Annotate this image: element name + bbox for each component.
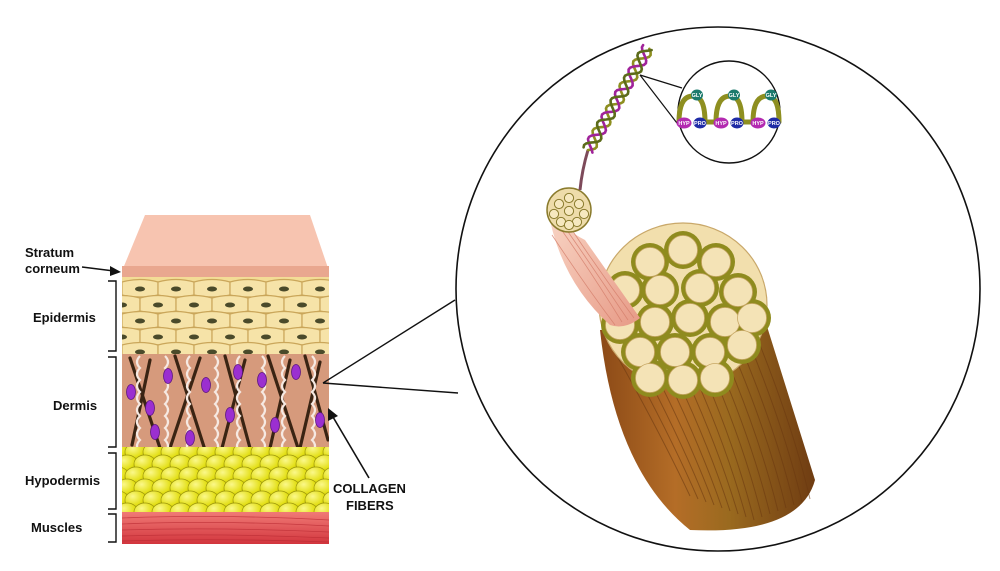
hyp-badge: HYP — [750, 117, 766, 129]
stratum-corneum-top — [122, 215, 329, 271]
hypodermis-layer — [122, 447, 329, 513]
hypodermis-bracket — [108, 452, 117, 510]
svg-text:PRO: PRO — [731, 121, 744, 127]
svg-text:HYP: HYP — [715, 121, 727, 127]
svg-text:GLY: GLY — [729, 93, 740, 99]
pro-badge: PRO — [693, 117, 707, 129]
svg-text:GLY: GLY — [692, 93, 703, 99]
label-hypodermis: Hypodermis — [25, 473, 100, 488]
label-muscles: Muscles — [31, 520, 82, 535]
pro-badge: PRO — [730, 117, 744, 129]
gly-badge: GLY — [728, 89, 740, 101]
epidermis-bracket — [108, 280, 117, 352]
collagen-arrow — [328, 408, 370, 479]
layer-labels: Stratum corneum Epidermis Dermis Hypoder… — [25, 245, 406, 543]
label-stratum-line2: corneum — [25, 261, 80, 276]
collagen-fibril-strand — [546, 187, 640, 327]
zoom-lines — [322, 299, 459, 394]
svg-text:HYP: HYP — [678, 121, 690, 127]
molecule-circle — [677, 60, 781, 164]
label-collagen-line1: COLLAGEN — [333, 481, 406, 496]
hyp-badge: HYP — [713, 117, 729, 129]
gly-badge: GLY — [765, 89, 777, 101]
molecule-zoom: GLY HYP PRO GLY HYP PRO GLY HYP PRO — [639, 60, 782, 164]
label-collagen-line2: FIBERS — [346, 498, 394, 513]
triple-helix — [578, 43, 653, 191]
epidermis-layer — [122, 277, 329, 355]
dermis-layer — [122, 354, 329, 448]
stratum-arrow — [81, 266, 121, 276]
muscles-bracket — [108, 513, 117, 543]
pro-badge: PRO — [767, 117, 781, 129]
skin-block — [121, 215, 330, 544]
collagen-fiber-bundle — [598, 222, 815, 531]
fibril-group — [601, 231, 771, 399]
svg-text:GLY: GLY — [766, 93, 777, 99]
muscles-layer — [121, 512, 330, 544]
gly-badge: GLY — [691, 89, 703, 101]
svg-text:HYP: HYP — [752, 121, 764, 127]
svg-text:PRO: PRO — [768, 121, 781, 127]
dermis-bracket — [108, 356, 117, 448]
label-epidermis: Epidermis — [33, 310, 96, 325]
hyp-badge: HYP — [676, 117, 692, 129]
label-dermis: Dermis — [53, 398, 97, 413]
stratum-corneum-layer — [122, 266, 329, 278]
svg-text:PRO: PRO — [694, 121, 707, 127]
label-stratum-line1: Stratum — [25, 245, 74, 260]
